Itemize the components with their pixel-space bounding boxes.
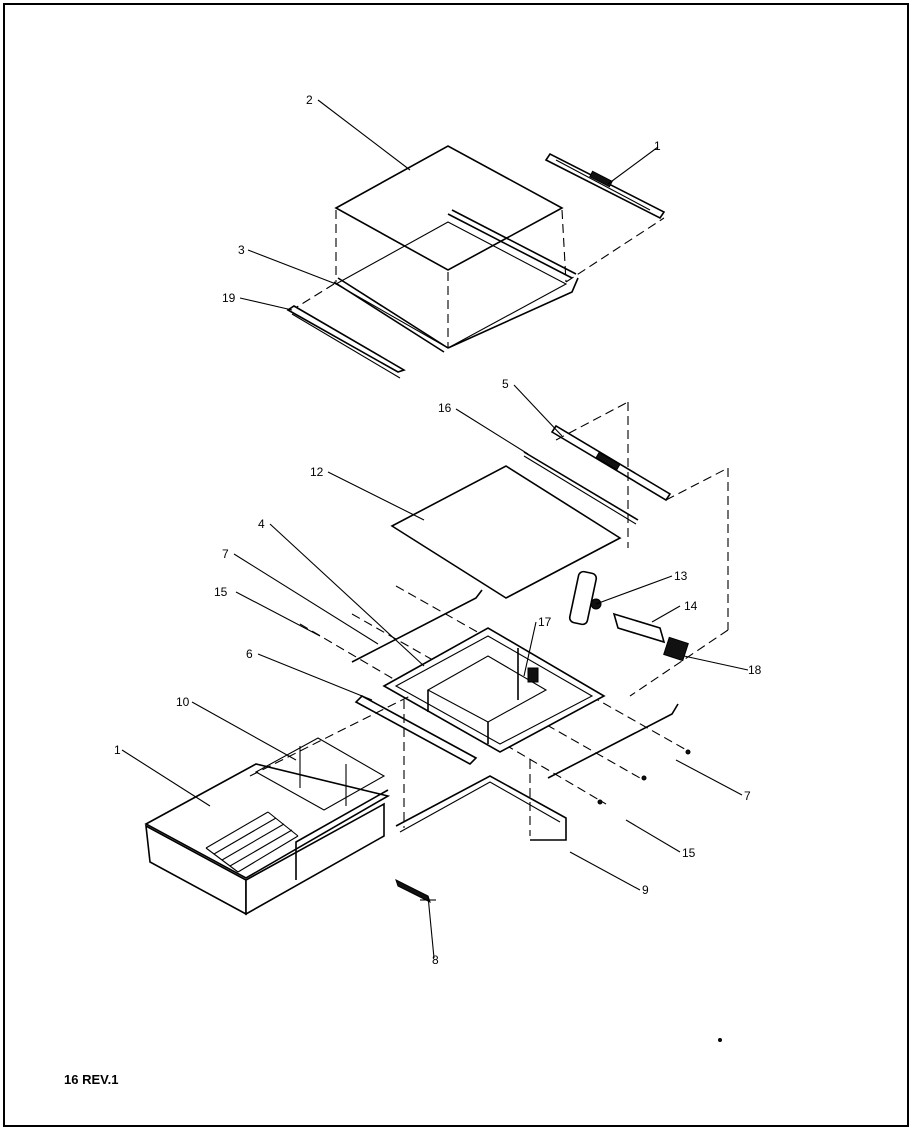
callout-12: 12	[310, 465, 324, 479]
callout-5: 5	[502, 377, 509, 391]
page-border	[3, 3, 909, 1127]
crisper-drawer-1	[144, 763, 391, 879]
callout-8: 8	[432, 953, 439, 967]
callout-1-top: 1	[654, 139, 661, 153]
callout-3: 3	[238, 243, 245, 257]
clip-18	[663, 636, 689, 662]
callout-1-bottom: 1	[114, 743, 121, 757]
callout-7-left: 7	[222, 547, 229, 561]
humidity-control-13	[568, 570, 598, 626]
callout-16: 16	[438, 401, 452, 415]
crisper-frame-6	[382, 627, 606, 753]
tube-8	[395, 879, 431, 903]
callout-7-right: 7	[744, 789, 751, 803]
drawing-revision-label: 16 REV.1	[64, 1072, 118, 1087]
upper-shelf-assembly	[286, 145, 666, 379]
callout-13: 13	[674, 569, 688, 583]
callout-10: 10	[176, 695, 190, 709]
callout-6: 6	[246, 647, 253, 661]
callout-4: 4	[258, 517, 265, 531]
crisper-cover-glass-12	[390, 465, 622, 599]
callout-labels: 1 2 3 19 5 16 12 4 7 15 6 10 1 17 13 14 …	[114, 93, 762, 967]
crisper-drawer-assembly	[144, 695, 411, 916]
front-rail-19	[286, 305, 406, 373]
callout-15-right: 15	[682, 846, 696, 860]
control-slide-14	[612, 612, 666, 644]
callout-18: 18	[748, 663, 762, 677]
crisper-front-lip	[354, 695, 478, 765]
crisper-cover-assembly	[299, 401, 729, 836]
shelf-frame-outline	[334, 221, 568, 349]
callout-leaders	[121, 99, 749, 959]
callout-2: 2	[306, 93, 313, 107]
support-bracket-9	[395, 775, 567, 841]
callout-14: 14	[684, 599, 698, 613]
glass-shelf-panel	[334, 145, 564, 271]
lower-hardware	[395, 749, 722, 1042]
drawer-vent-grille	[205, 811, 299, 873]
callout-19: 19	[222, 291, 236, 305]
callout-9: 9	[642, 883, 649, 897]
callout-15-left: 15	[214, 585, 228, 599]
callout-17: 17	[538, 615, 552, 629]
